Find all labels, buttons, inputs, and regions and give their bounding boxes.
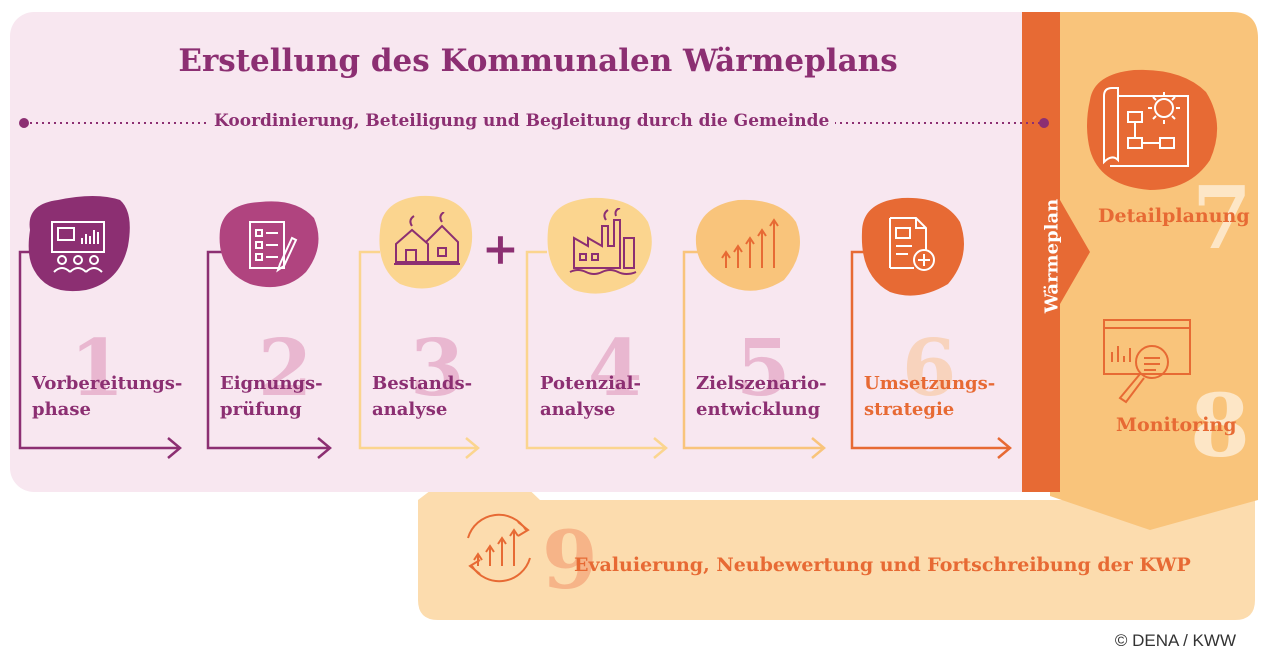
step-3-bracket <box>358 250 476 450</box>
step-4-number: 4 <box>588 323 643 414</box>
diagram-title: Erstellung des Kommunalen Wärmeplans <box>178 43 898 79</box>
step-7-number: 7 <box>1192 168 1252 269</box>
document-add-icon <box>889 217 935 271</box>
growth-arrows-icon <box>721 218 779 268</box>
step-6-number: 6 <box>902 323 957 414</box>
step-7-blob <box>1087 69 1218 190</box>
step-1-number: 1 <box>70 323 125 414</box>
monitor-magnifier-icon <box>1103 319 1191 404</box>
step-7-label: Detailplanung <box>1098 205 1250 227</box>
step-9-number: 9 <box>542 513 598 607</box>
coordination-end-dot <box>1039 118 1049 128</box>
coordination-start-dot <box>19 118 29 128</box>
houses-icon <box>394 212 460 265</box>
step-8-number: 8 <box>1190 376 1250 477</box>
step-5-number: 5 <box>736 323 791 414</box>
copyright-credit: © DENA / KWW <box>1114 631 1236 650</box>
step-2-number: 2 <box>258 323 313 414</box>
evaluation-label: Evaluierung, Neubewertung und Fortschrei… <box>574 554 1191 576</box>
step-4-label: Potenzial-analyse <box>540 373 641 420</box>
step-5-label: Zielszenario-entwicklung <box>696 373 827 420</box>
step-5-bracket <box>682 250 822 450</box>
step-6-bracket <box>850 250 1008 450</box>
step-8-label: Monitoring <box>1116 414 1237 436</box>
step-1-blob <box>28 196 130 292</box>
presentation-icon <box>51 221 105 273</box>
waermeplan-band <box>1022 12 1090 492</box>
evaluation-panel <box>418 462 1255 620</box>
plus-sign: + <box>482 224 519 275</box>
step-2-label: Eignungs-prüfung <box>220 373 323 420</box>
step-3-label: Bestands-analyse <box>372 373 473 420</box>
step-2-bracket <box>206 250 328 450</box>
step-6-label: Umsetzungs-strategie <box>864 373 996 420</box>
coordination-label: Koordinierung, Beteiligung und Begleitun… <box>208 111 836 131</box>
step-6-blob <box>861 197 964 296</box>
blueprint-gear-icon <box>1103 87 1189 167</box>
cycle-arrows-icon <box>467 513 531 583</box>
waermeplan-label: Wärmeplan <box>1041 198 1063 314</box>
factory-icon <box>569 208 637 275</box>
step-3-number: 3 <box>410 323 465 414</box>
step-1-label: Vorbereitungs-phase <box>32 373 183 420</box>
step-4-bracket <box>525 250 664 450</box>
checklist-icon <box>249 221 298 273</box>
